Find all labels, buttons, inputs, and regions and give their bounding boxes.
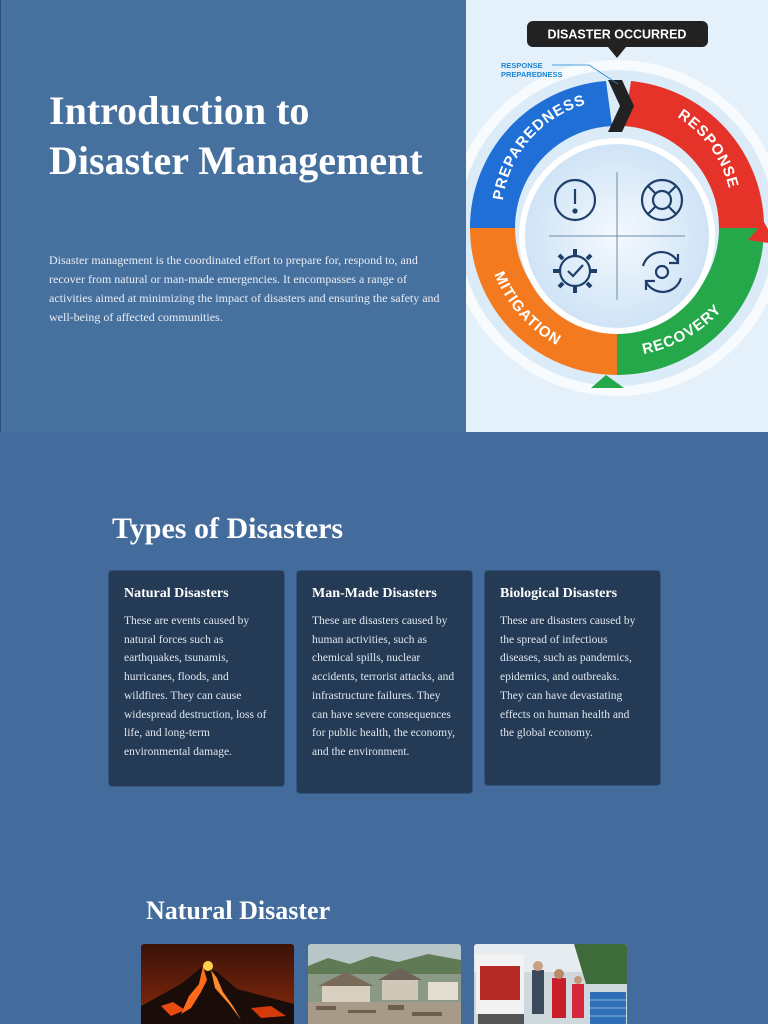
gear-check-icon [553, 249, 597, 293]
card-title: Man-Made Disasters [312, 586, 437, 601]
chevron-icon [608, 80, 634, 132]
card-title: Biological Disasters [500, 586, 618, 601]
mitigation-segment [470, 228, 617, 375]
card-man-made-disasters: Man-Made Disasters These are disasters c… [296, 570, 473, 794]
volcano-photo [141, 944, 294, 1024]
response-segment [624, 81, 765, 228]
disaster-cycle-diagram: PREPAREDNESS RESPONSE RECOVERY MITIGATIO… [466, 0, 768, 432]
card-text: These are events caused by natural force… [124, 615, 267, 758]
refresh-icon [641, 250, 683, 294]
disaster-occurred-banner: DISASTER OCCURRED [527, 21, 708, 58]
card-title: Natural Disasters [124, 586, 229, 601]
cycle-ring [469, 80, 768, 388]
relief-workers-photo [474, 944, 627, 1024]
page-title-line-2: Disaster Management [49, 138, 423, 183]
storm-damage-photo [308, 944, 461, 1024]
card-text: These are disasters caused by the spread… [500, 615, 636, 740]
page-title: Introduction to Disaster Management [49, 86, 423, 186]
recovery-segment [617, 228, 764, 375]
small-label-preparedness: PREPAREDNESS [501, 70, 563, 79]
types-heading: Types of Disasters [112, 512, 344, 545]
hero-section: Introduction to Disaster Management Disa… [0, 0, 466, 432]
card-natural-disasters: Natural Disasters These are events cause… [108, 570, 285, 787]
card-text: These are disasters caused by human acti… [312, 615, 455, 758]
natural-disaster-heading: Natural Disaster [146, 896, 331, 925]
preparedness-segment [469, 81, 612, 228]
hero-description: Disaster management is the coordinated e… [49, 253, 440, 324]
small-label-response: RESPONSE [501, 61, 543, 70]
page-title-line-1: Introduction to [49, 88, 310, 133]
alert-icon [553, 178, 597, 222]
lifebuoy-icon [640, 178, 684, 222]
svg-text:DISASTER OCCURRED: DISASTER OCCURRED [548, 28, 687, 42]
card-biological-disasters: Biological Disasters These are disasters… [484, 570, 661, 786]
